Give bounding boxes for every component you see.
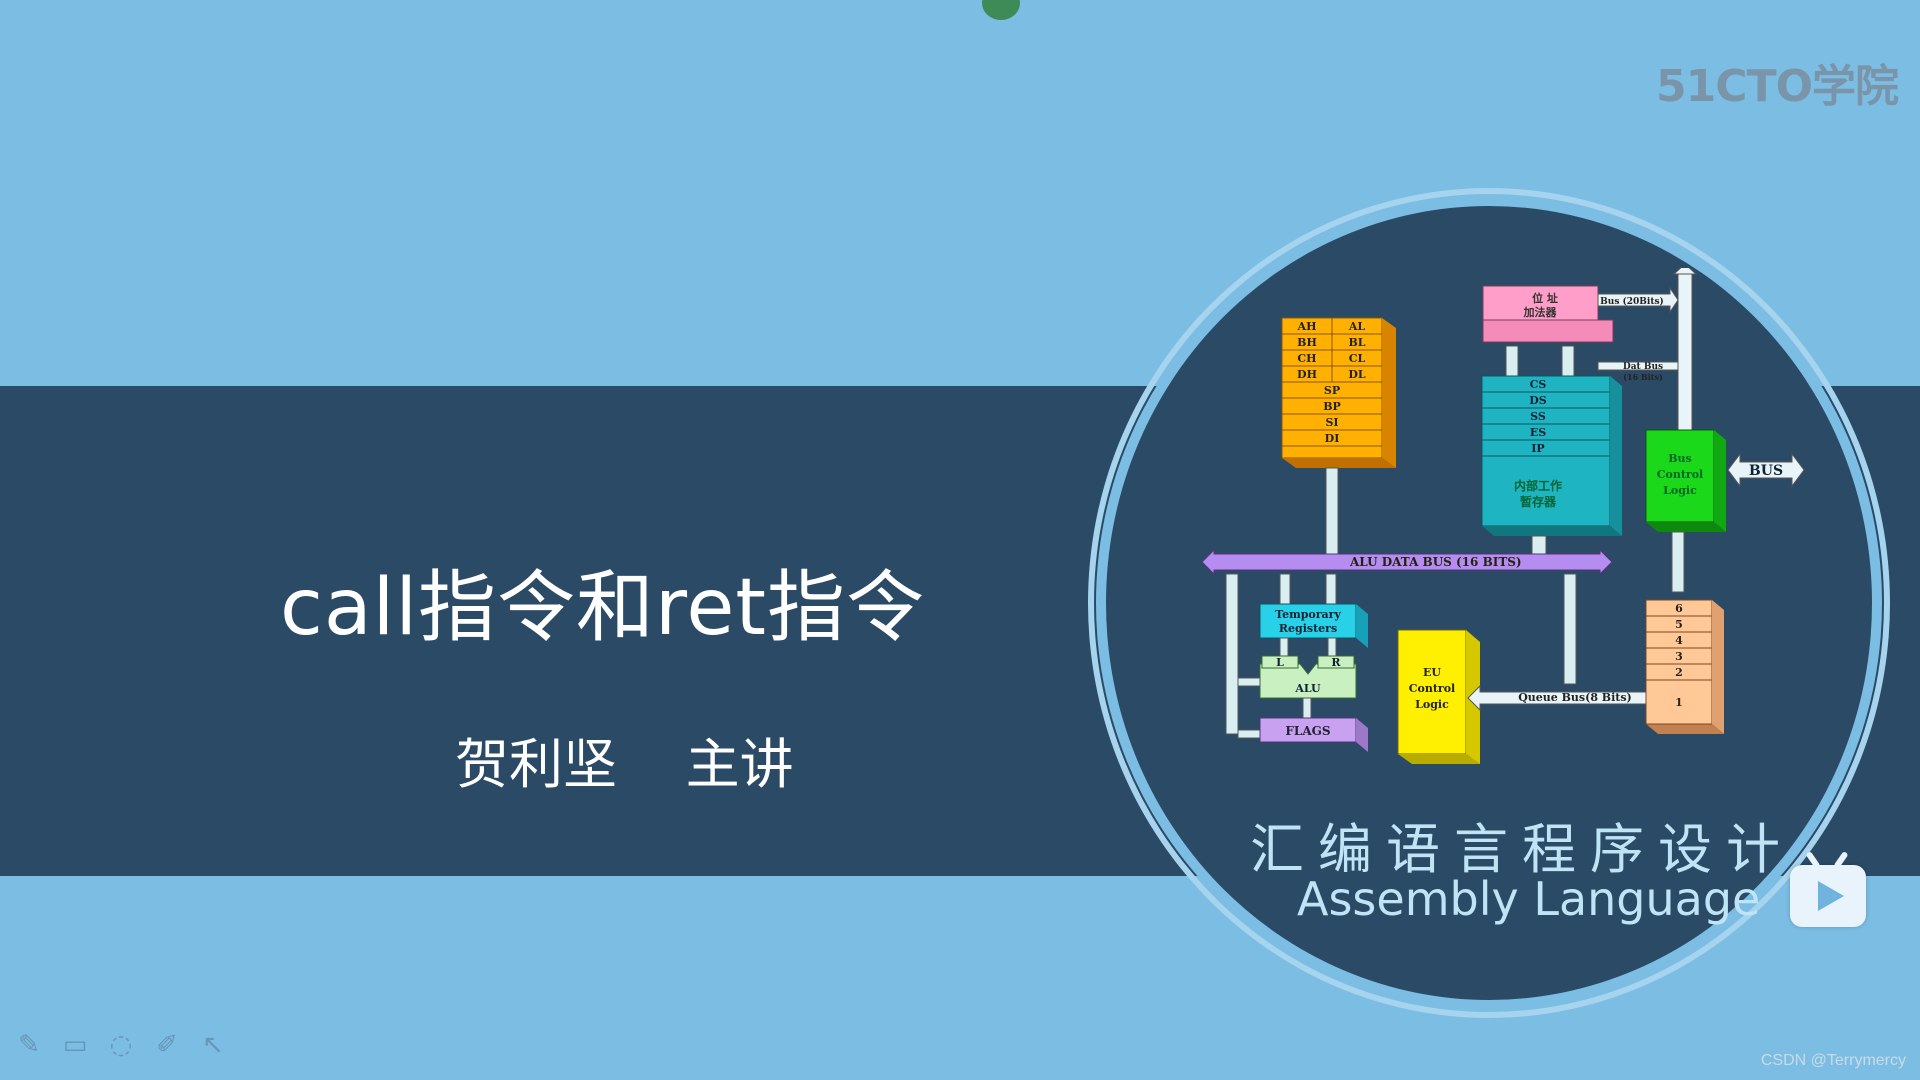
circle-ring xyxy=(1088,188,1890,1018)
svg-text:Control: Control xyxy=(1657,468,1703,481)
general-registers: AH AL BH BL CH CL DH DL SP BP SI DI xyxy=(1281,317,1396,468)
svg-text:Logic: Logic xyxy=(1415,698,1449,711)
svg-text:(16 Bits): (16 Bits) xyxy=(1623,372,1663,382)
register-CS: CS xyxy=(1530,378,1547,391)
queue-slot-1: 1 xyxy=(1675,696,1683,709)
pen-icon[interactable]: ✎ xyxy=(18,1030,40,1060)
register-AL: AL xyxy=(1348,320,1366,333)
eraser-icon[interactable]: ◌ xyxy=(109,1030,133,1060)
course-title-en: Assembly Language xyxy=(1297,872,1761,926)
address-adder: 位 址 加法器 xyxy=(1482,285,1614,343)
svg-text:EU: EU xyxy=(1423,666,1441,679)
svg-text:Control: Control xyxy=(1409,682,1455,695)
slide-subtitle: 贺利坚 主讲 xyxy=(455,733,794,796)
screen-icon[interactable]: ▭ xyxy=(62,1030,88,1060)
svg-text:Registers: Registers xyxy=(1279,622,1337,635)
annotation-toolbar: ✎ ▭ ◌ ✐ ↖ xyxy=(14,1030,228,1060)
pointer-icon[interactable]: ↖ xyxy=(202,1030,224,1060)
instruction-queue: 6 5 4 3 2 1 xyxy=(1645,599,1724,734)
svg-text:BUS: BUS xyxy=(1749,463,1783,479)
svg-text:位 址: 位 址 xyxy=(1532,291,1558,305)
register-BH: BH xyxy=(1297,336,1317,349)
watermark: CSDN @Terrymercy xyxy=(1760,1052,1906,1069)
svg-text:Temporary: Temporary xyxy=(1275,608,1341,621)
alu-data-bus: ALU DATA BUS (16 BITS) xyxy=(1201,548,1613,576)
register-DI: DI xyxy=(1325,432,1340,445)
register-IP: IP xyxy=(1531,442,1544,455)
register-SP: SP xyxy=(1324,384,1340,397)
register-CH: CH xyxy=(1297,352,1316,365)
register-DS: DS xyxy=(1529,394,1547,407)
register-DH: DH xyxy=(1297,368,1317,381)
svg-text:内部工作: 内部工作 xyxy=(1514,478,1562,493)
flags-register: FLAGS xyxy=(1259,717,1368,752)
svg-text:Bus (20Bits): Bus (20Bits) xyxy=(1600,296,1664,307)
register-BL: BL xyxy=(1348,336,1365,349)
svg-text:ALU DATA BUS (16 BITS): ALU DATA BUS (16 BITS) xyxy=(1349,555,1522,569)
svg-text:暂存器: 暂存器 xyxy=(1520,494,1557,509)
svg-text:Logic: Logic xyxy=(1663,484,1697,497)
queue-slot-3: 3 xyxy=(1675,650,1683,663)
queue-slot-5: 5 xyxy=(1675,618,1683,631)
register-SI: SI xyxy=(1325,416,1338,429)
register-BP: BP xyxy=(1323,400,1341,413)
register-DL: DL xyxy=(1348,368,1366,381)
register-AH: AH xyxy=(1297,320,1317,333)
queue-slot-6: 6 xyxy=(1675,602,1683,615)
course-title-cn: 汇编语言程序设计 xyxy=(1250,818,1794,881)
svg-text:加法器: 加法器 xyxy=(1523,305,1558,319)
alu: L R ALU xyxy=(1259,655,1357,699)
bus-control-logic: Bus Control Logic xyxy=(1645,429,1726,532)
temporary-registers: Temporary Registers xyxy=(1259,603,1368,648)
highlighter-icon[interactable]: ✐ xyxy=(156,1030,178,1060)
queue-slot-2: 2 xyxy=(1675,666,1683,679)
svg-text:Queue Bus(8 Bits): Queue Bus(8 Bits) xyxy=(1518,691,1632,704)
svg-text:Dat Bus: Dat Bus xyxy=(1623,362,1663,372)
record-indicator xyxy=(982,0,1020,20)
play-icon xyxy=(1818,881,1844,911)
svg-text:Bus: Bus xyxy=(1668,452,1692,465)
slide-title: call指令和ret指令 xyxy=(280,563,925,653)
register-ES: ES xyxy=(1530,426,1546,439)
logo-51cto: 51CTO学院 xyxy=(1656,61,1899,112)
svg-text:L: L xyxy=(1276,656,1284,669)
segment-registers: CS DS SS ES IP 内部工作 暂存器 xyxy=(1481,375,1622,536)
bilibili-play-button[interactable] xyxy=(1790,865,1866,927)
eu-control-logic: EU Control Logic xyxy=(1397,629,1480,764)
register-SS: SS xyxy=(1530,410,1546,423)
register-CL: CL xyxy=(1349,352,1366,365)
svg-text:FLAGS: FLAGS xyxy=(1285,724,1330,738)
queue-slot-4: 4 xyxy=(1675,634,1683,647)
svg-text:R: R xyxy=(1331,656,1341,669)
svg-text:ALU: ALU xyxy=(1294,682,1321,695)
cpu-diagram: AH AL BH BL CH CL DH DL SP BP SI DI 位 址 加法器 Bus (20… xyxy=(1201,268,1805,764)
